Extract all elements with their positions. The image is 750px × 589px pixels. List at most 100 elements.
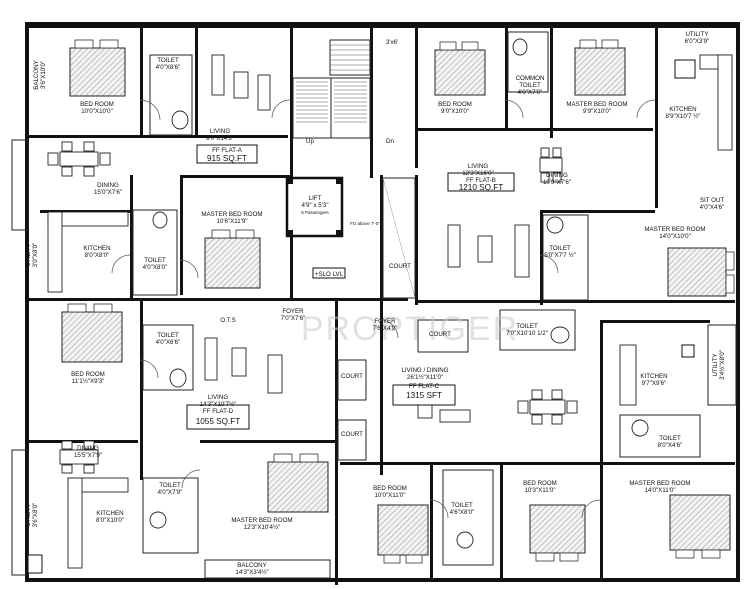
vent-top-label: 3'x6' — [386, 39, 398, 46]
balcony-d-label: BALCONY — [237, 562, 267, 569]
common-toilet-dim: 4'0"X7'0" — [518, 89, 543, 96]
utility-c-dim: 3'4½"X8'0" — [719, 350, 726, 380]
dining-b-dim: 10'0"X7'6" — [543, 179, 571, 186]
kitchen-b-dim: 8'9"X10'7 ½" — [666, 113, 701, 120]
toilet-b-dim: 5'0"X7'7 ½" — [544, 252, 576, 259]
flat-b-area: 1210 SQ.FT — [459, 183, 504, 192]
bedroom-c1-dim: 10'0"X11'0" — [374, 492, 405, 499]
balcony-label: BALCONY — [33, 60, 40, 90]
bedroom-c1-label: BED ROOM — [373, 485, 407, 492]
ots-label: O.T.S — [220, 317, 235, 324]
stair-level-box — [312, 267, 346, 279]
toilet-d1-label: TOILET — [157, 332, 179, 339]
bedroom-dim: 10'0"X10'0" — [81, 108, 113, 115]
bedroom-d1-label: BED ROOM — [71, 371, 105, 378]
toilet-b-label: TOILET — [549, 245, 571, 252]
court-c-label: COURT — [429, 331, 451, 338]
lift-label: LIFT — [309, 195, 322, 202]
bedroom-c2-label: BED ROOM — [523, 480, 557, 487]
master-c-dim: 14'0"X11'0" — [644, 487, 675, 494]
toilet-c3-label: TOILET — [451, 502, 473, 509]
dining-label: DINING — [97, 182, 119, 189]
living-b-label: LIVING — [468, 163, 488, 170]
kitchen-c-dim: 9'7"X9'6" — [642, 380, 667, 387]
dining-d-dim: 15'5"X7'9" — [74, 452, 102, 459]
bedroom-b1-label: BED ROOM — [438, 101, 472, 108]
toilet-c3-dim: 4'6"X8'0" — [450, 509, 475, 516]
common-toilet-label: COMMON — [516, 75, 545, 82]
kitchen-label: KITCHEN — [83, 245, 110, 252]
bedroom-c2-dim: 10'3"X11'0" — [524, 487, 555, 494]
master-b-label: MASTER BED ROOM — [644, 226, 705, 233]
sitout-label: SIT OUT — [700, 197, 725, 204]
toilet-c1-dim: 7'0"X10'10 1/2" — [506, 330, 548, 337]
flat-a-area: 915 SQ.FT — [207, 154, 247, 163]
watermark: PROPTIGER — [301, 310, 519, 348]
foyer-d-label: FOYER — [282, 308, 304, 315]
dining-b-label: DINING — [546, 172, 568, 179]
toilet-d2-dim: 4'0"X7'9" — [158, 489, 183, 496]
kitchen-counters — [47, 54, 733, 569]
toilet-fixtures — [132, 31, 701, 566]
utility-d-dim: 3'6"X8'0" — [32, 503, 39, 528]
kitchen-dim: 8'0"X8'0" — [85, 252, 110, 259]
sitout-dim: 4'0"X4'6" — [700, 204, 725, 211]
kitchen-c-label: KITCHEN — [640, 373, 667, 380]
courts — [337, 177, 469, 461]
lift-shaft — [285, 176, 344, 238]
court-d1-label: COURT — [341, 373, 363, 380]
court-d2-label: COURT — [341, 431, 363, 438]
living-b-dim: 12'3"X16'0" — [462, 170, 494, 177]
living-c-dim: 26'1½"X11'0" — [407, 374, 443, 381]
toilet-2-dim: 4'0"X8'0" — [143, 264, 168, 271]
staircase — [292, 39, 371, 139]
balcony-bottom — [204, 559, 331, 579]
master-bedroom-dim: 10'6"X11'9" — [216, 218, 247, 225]
toilet-label: TOILET — [157, 57, 179, 64]
toilet-c2-dim: 8'0"X4'6" — [658, 442, 683, 449]
stair-down-label: Dn — [386, 138, 394, 145]
kitchen-d-label: KITCHEN — [96, 510, 123, 517]
master-d-dim: 12'3"X10'4½" — [244, 524, 281, 531]
dining-dim: 15'0"X7'6" — [94, 189, 122, 196]
utility-dim: 3'0"X8'0" — [32, 243, 39, 268]
beds — [61, 39, 735, 564]
master-bedroom-label: MASTER BED ROOM — [201, 211, 262, 218]
corner-box — [27, 554, 43, 574]
bedroom-b1-dim: 9'0"X10'0" — [441, 108, 469, 115]
toilet-d2-label: TOILET — [159, 482, 181, 489]
room-labels: BALCONY 3'6"X10'0" BED ROOM 10'0"X10'0" … — [25, 31, 726, 576]
living-dim: 9'0"X14'3" — [206, 135, 234, 142]
living-c-label: LIVING / DINING — [401, 367, 448, 374]
utility-b-label: UTILITY — [685, 31, 708, 38]
foyer-c-dim: 7'6"X4'9" — [373, 325, 398, 332]
foyer-c-label: FOYER — [374, 318, 396, 325]
toilet-2-label: TOILET — [144, 257, 166, 264]
utility-c-label: UTILITY — [712, 353, 719, 376]
outer-walls — [11, 22, 740, 582]
flat-a-name: FF FLAT-A — [212, 147, 243, 154]
balcony-dim: 3'6"X10'0" — [40, 61, 47, 89]
utility-label: UTILITY — [25, 243, 32, 266]
foyer-d-dim: 7'0"X7'6" — [281, 315, 306, 322]
flat-c-area: 1315 SFT — [406, 391, 442, 400]
master-b-dim: 14'0"X10'0" — [659, 233, 691, 240]
stair-level-label: +SLO LVL — [315, 271, 344, 278]
kitchen-d-dim: 8'0"X10'0" — [96, 517, 124, 524]
dining-tables — [47, 141, 578, 474]
master-b-top-dim: 9'9"X10'0" — [583, 108, 611, 115]
flat-d-name: FF FLAT-D — [203, 408, 234, 415]
flat-d-area: 1055 SQ.FT — [196, 417, 241, 426]
master-c-label: MASTER BED ROOM — [629, 480, 690, 487]
stair-up-label: Up — [306, 138, 314, 145]
master-d-label: MASTER BED ROOM — [231, 517, 292, 524]
door-swings — [111, 99, 656, 519]
internal-walls — [28, 28, 735, 585]
living-d-label: LIVING — [208, 394, 228, 401]
utility-d-label: UTILITY — [25, 503, 32, 526]
toilet-c1-label: TOILET — [516, 323, 538, 330]
area-boxes — [186, 144, 515, 430]
lift-sub: 6 Passengers — [301, 210, 329, 215]
lift-dim: 4'9" x 5'3" — [301, 202, 328, 209]
